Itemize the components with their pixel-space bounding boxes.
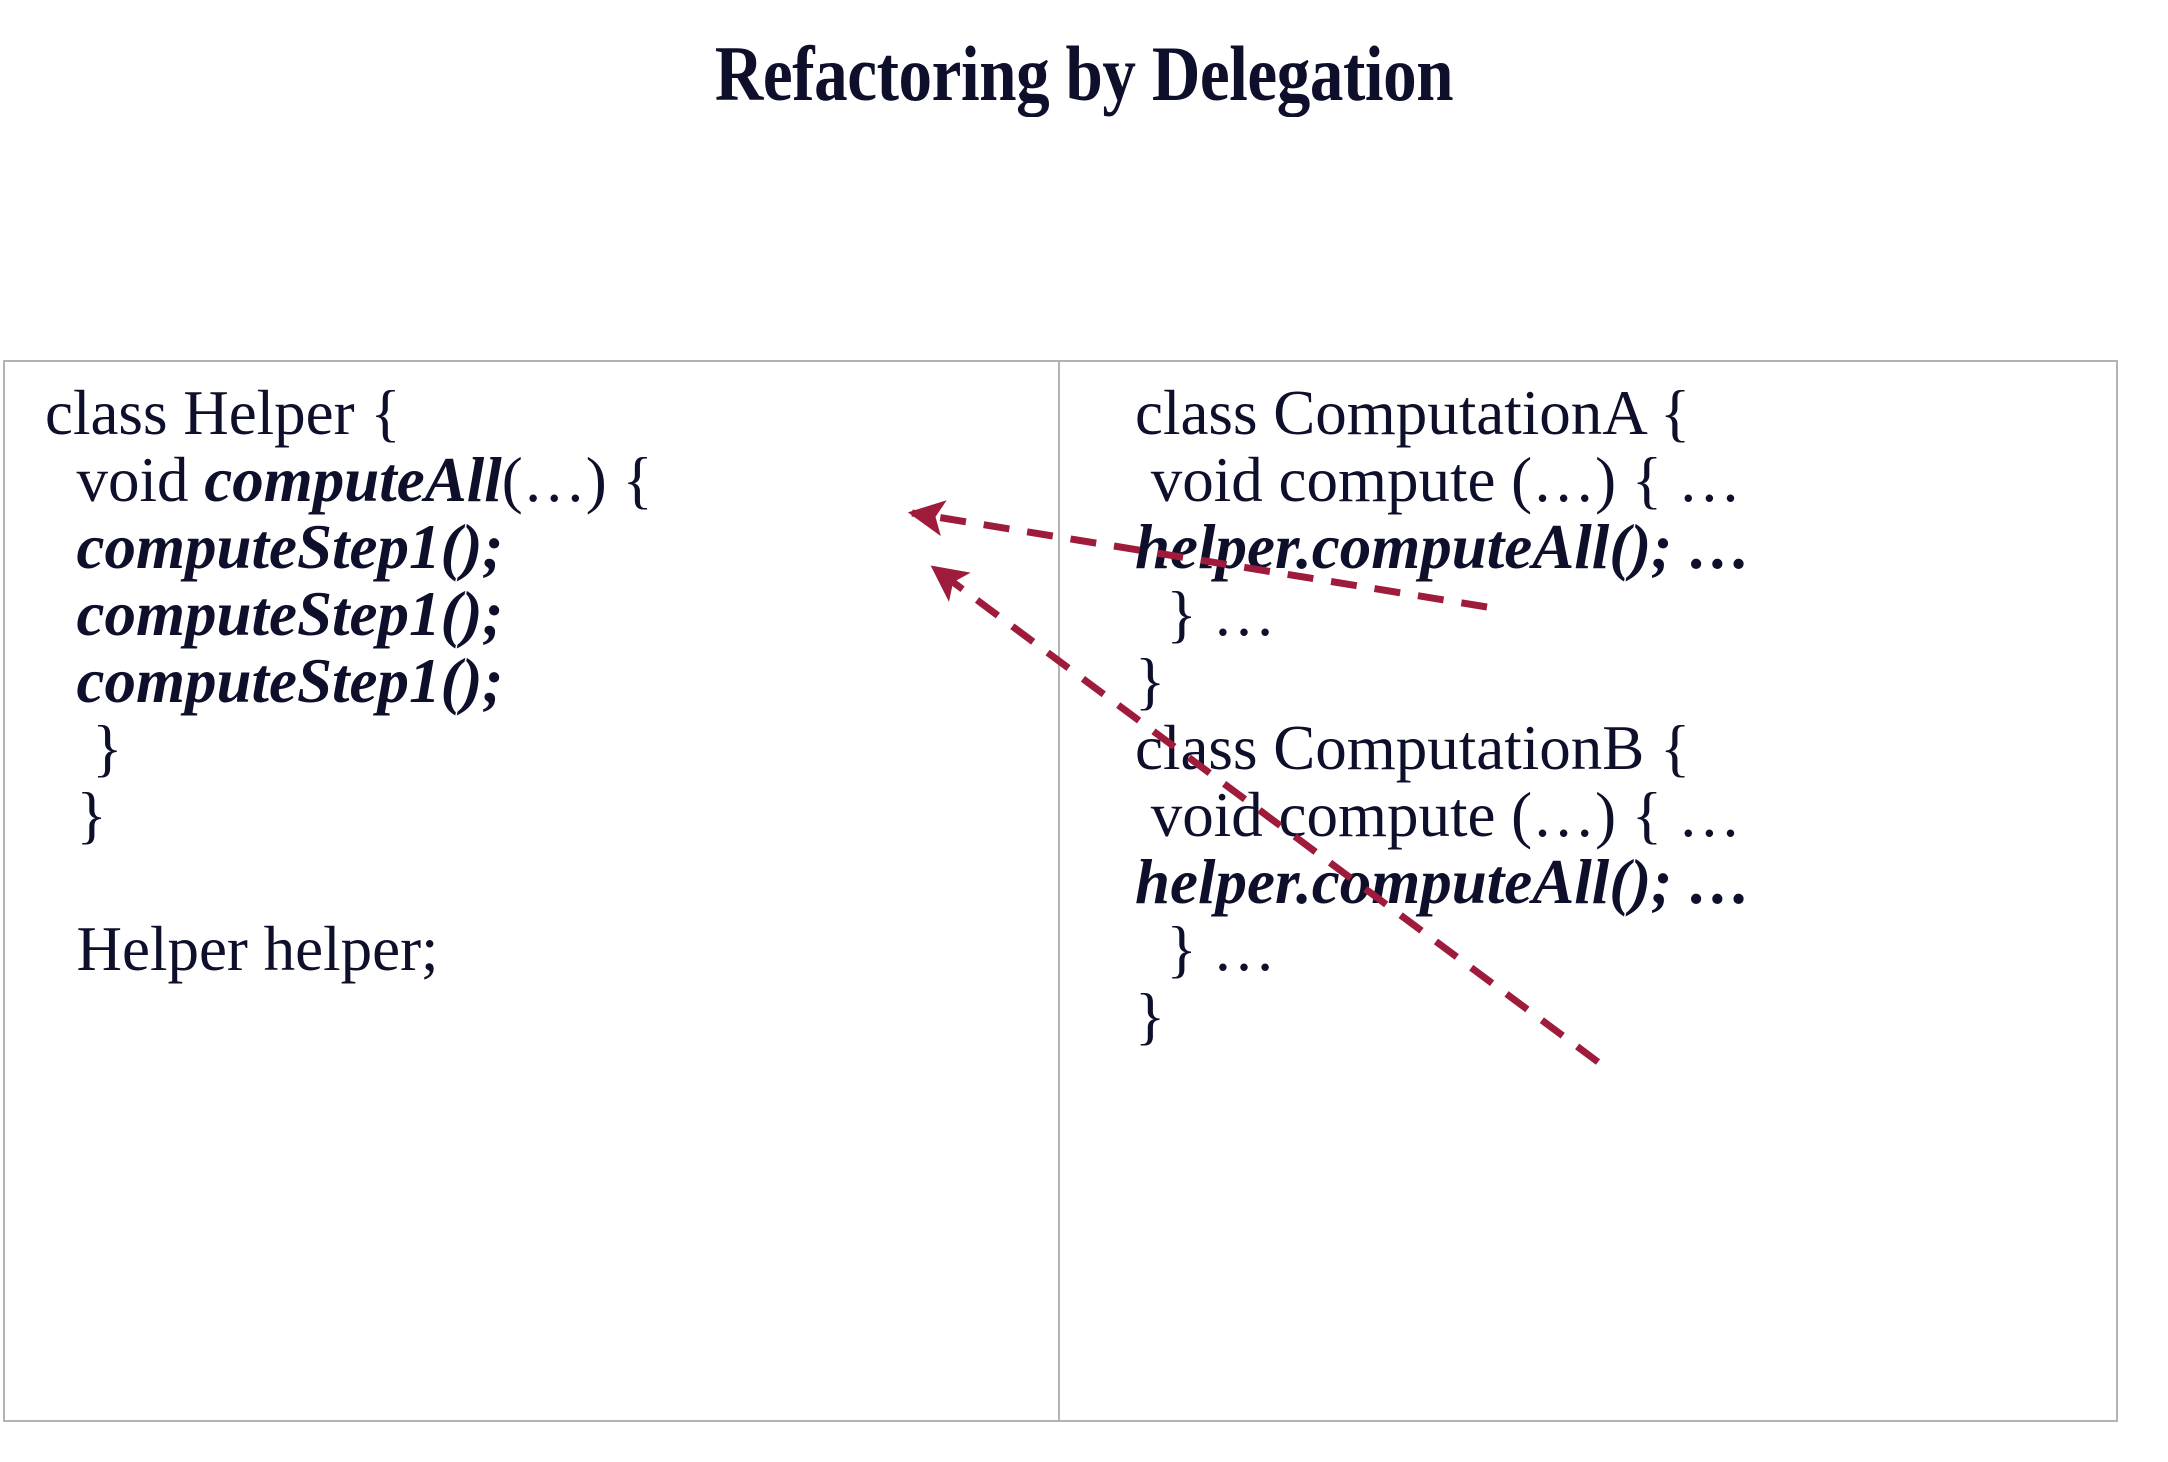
helper-class-cell: class Helper { void computeAll(…) { comp… [5, 362, 1060, 1420]
code-line: } [45, 713, 123, 783]
page-title: Refactoring by Delegation [714, 30, 1454, 117]
code-line: computeStep1(); [45, 646, 504, 716]
code-line: void compute (…) { … [1135, 445, 1741, 515]
code-line: computeStep1(); [45, 512, 504, 582]
code-line: } [1135, 646, 1166, 716]
code-line: computeStep1(); [45, 579, 504, 649]
code-line: void computeAll(…) { [45, 447, 1058, 514]
code-line: } [45, 780, 107, 850]
code-line: helper.computeAll(); … [1135, 847, 1751, 917]
code-line: class ComputationB { [1135, 713, 1691, 783]
code-line: } [1135, 981, 1166, 1051]
code-segment-tail: (…) { [501, 445, 653, 515]
code-line: helper.computeAll(); … [1135, 512, 1751, 582]
code-line: Helper helper; [45, 914, 439, 984]
code-comparison-table: class Helper { void computeAll(…) { comp… [3, 360, 2118, 1422]
code-line: void compute (…) { … [1135, 780, 1741, 850]
code-segment: void [45, 445, 205, 515]
computation-classes-cell: class ComputationA { void compute (…) { … [1060, 362, 2116, 1420]
code-line: class ComputationA { [1135, 378, 1691, 448]
code-line: } … [1135, 579, 1276, 649]
code-line: } … [1135, 914, 1276, 984]
code-line: class Helper { [45, 378, 401, 448]
code-segment-emphasis: computeAll [204, 445, 502, 515]
code-line-blank [45, 849, 1058, 916]
